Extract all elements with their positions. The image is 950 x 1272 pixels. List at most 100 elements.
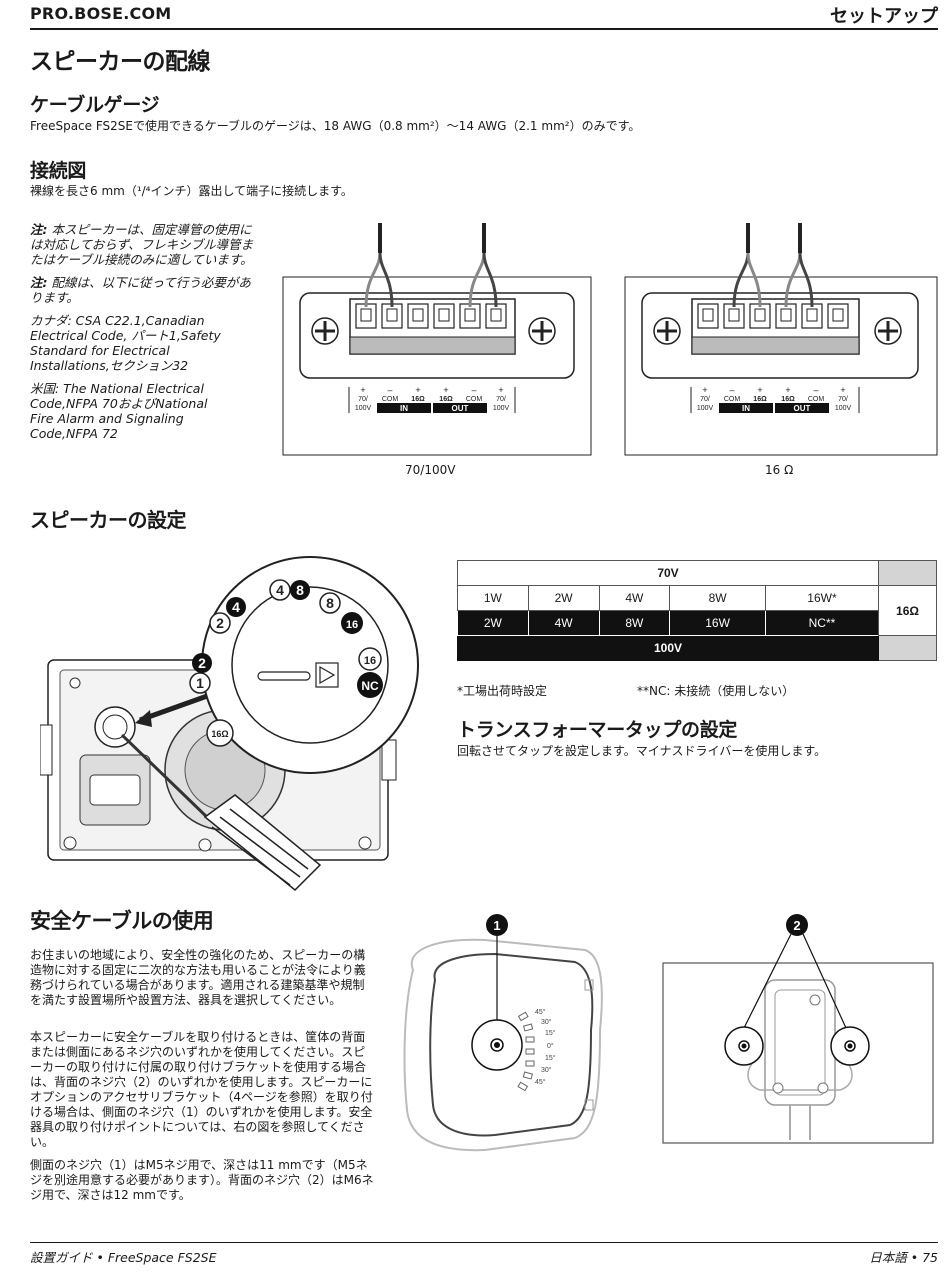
footnote-nc: **NC: 未接続（使用しない） — [637, 684, 795, 698]
svg-text:16Ω: 16Ω — [781, 396, 795, 403]
svg-text:100V: 100V — [493, 405, 510, 412]
svg-text:IN: IN — [400, 404, 408, 413]
note-code: 注: 配線は、以下に従って行う必要があります。 — [30, 275, 251, 305]
wire-pair-in — [732, 223, 762, 308]
svg-text:–: – — [729, 385, 734, 395]
svg-text:COM: COM — [466, 396, 483, 403]
footer-guide-title: 設置ガイド • FreeSpace FS2SE — [30, 1250, 217, 1265]
svg-text:1: 1 — [196, 675, 204, 691]
tap-cell: 2W — [527, 585, 600, 611]
svg-text:15°: 15° — [545, 1029, 556, 1037]
svg-text:70/: 70/ — [496, 396, 506, 403]
svg-text:2: 2 — [793, 918, 800, 933]
svg-text:8: 8 — [326, 595, 334, 611]
side-view-diagram: 1 45° 30° 15° 0° 15° 30° 45° — [403, 914, 603, 1152]
gauge-text: FreeSpace FS2SEで使用できるケーブルのゲージは、18 AWG（0.… — [30, 119, 641, 133]
svg-text:16Ω: 16Ω — [211, 729, 228, 739]
diagram-text: 裸線を長さ6 mm（¹/⁴インチ）露出して端子に接続します。 — [30, 184, 353, 198]
svg-text:COM: COM — [382, 396, 399, 403]
tap-cell: 8W — [669, 585, 766, 611]
note-canada: カナダ: CSA C22.1,Canadian Electrical Code,… — [30, 313, 221, 373]
tap-cell: 16W — [669, 610, 766, 636]
section-title: セットアップ — [830, 6, 938, 27]
svg-text:COM: COM — [808, 396, 825, 403]
svg-text:COM: COM — [724, 396, 741, 403]
screwdriver-icon — [120, 733, 322, 892]
svg-text:2: 2 — [198, 655, 206, 671]
wire-pair-in — [364, 223, 394, 308]
svg-text:4: 4 — [232, 599, 240, 615]
svg-text:100V: 100V — [355, 405, 372, 412]
caption-16-ohm: 16 Ω — [765, 463, 794, 477]
svg-text:–: – — [471, 385, 476, 395]
svg-text:30°: 30° — [541, 1066, 552, 1074]
rear-view-diagram: 2 — [662, 914, 934, 1144]
tap-cell: 2W — [457, 610, 529, 636]
svg-text:NC: NC — [361, 679, 379, 693]
tap-cell: 1W — [457, 585, 529, 611]
mount-screw-icon — [528, 317, 556, 345]
svg-text:45°: 45° — [535, 1078, 546, 1086]
svg-text:16Ω: 16Ω — [753, 396, 767, 403]
svg-text:+: + — [702, 385, 707, 395]
mount-screw-icon — [653, 317, 681, 345]
diagram-title: 接続図 — [30, 160, 87, 182]
tap-cell: NC** — [764, 610, 880, 636]
svg-text:1: 1 — [493, 918, 500, 933]
tap-cell: 8W — [598, 610, 671, 636]
svg-text:0°: 0° — [547, 1042, 554, 1050]
svg-text:70/: 70/ — [358, 396, 368, 403]
wiring-diagram-16-ohm: + – + + – + 70/ 100V COM 16Ω 16Ω COM 70/… — [624, 223, 938, 456]
tap-cell: 4W — [527, 610, 600, 636]
svg-text:+: + — [498, 385, 503, 395]
svg-text:100V: 100V — [835, 405, 852, 412]
svg-text:16: 16 — [364, 655, 376, 667]
safety-paragraph-1: お住まいの地域により、安全性の強化のため、スピーカーの構造物に対する固定に二次的… — [30, 948, 366, 1007]
svg-text:16Ω: 16Ω — [411, 396, 425, 403]
mount-screw-icon — [311, 317, 339, 345]
tap-cell: 16W* — [764, 585, 880, 611]
wire-pair-out — [468, 223, 498, 308]
svg-text:OUT: OUT — [794, 404, 811, 413]
svg-text:IN: IN — [742, 404, 750, 413]
wiring-title: スピーカーの配線 — [30, 49, 211, 75]
svg-text:70/: 70/ — [838, 396, 848, 403]
svg-text:+: + — [443, 385, 448, 395]
callout-2: 2 — [743, 914, 847, 1029]
mount-screw-icon — [874, 317, 902, 345]
caption-70-100v: 70/100V — [405, 463, 456, 477]
tap-table: 70V 1W 2W 4W 8W 16W* 16Ω 2W 4W 8W 16W NC… — [457, 560, 937, 661]
svg-text:OUT: OUT — [452, 404, 469, 413]
tap-cell: 4W — [598, 585, 671, 611]
tap-text: 回転させてタップを設定します。マイナスドライバーを使用します。 — [457, 744, 827, 758]
safety-title: 安全ケーブルの使用 — [30, 909, 214, 933]
svg-text:+: + — [415, 385, 420, 395]
tap-dial-illustration: 4 8 2 4 8 16 1 2 16 NC 16Ω — [40, 556, 419, 892]
svg-text:+: + — [840, 385, 845, 395]
header-rule — [30, 28, 938, 30]
svg-text:+: + — [785, 385, 790, 395]
svg-text:+: + — [360, 385, 365, 395]
svg-text:8: 8 — [296, 582, 304, 598]
svg-text:16Ω: 16Ω — [439, 396, 453, 403]
svg-text:45°: 45° — [535, 1008, 546, 1016]
gauge-title: ケーブルゲージ — [30, 94, 160, 116]
safety-paragraph-3: 側面のネジ穴（1）はM5ネジ用で、深さは11 mmです（M5ネジを別途用意する必… — [30, 1158, 374, 1202]
header-100v: 100V — [457, 635, 879, 661]
svg-text:2: 2 — [216, 615, 224, 631]
svg-text:30°: 30° — [541, 1018, 552, 1026]
ohm-cell: 16Ω — [878, 585, 937, 636]
tap-title: トランスフォーマータップの設定 — [457, 719, 738, 741]
svg-text:100V: 100V — [697, 405, 714, 412]
wiring-diagram-70-100v: + – + + – + 70/ 100V COM 16Ω 16Ω COM 70/… — [282, 223, 592, 456]
gray-cell — [878, 560, 937, 586]
site-url: PRO.BOSE.COM — [30, 4, 172, 23]
safety-paragraph-2: 本スピーカーに安全ケーブルを取り付けるときは、筐体の背面または側面にあるネジ穴の… — [30, 1030, 373, 1149]
footnote-factory: *工場出荷時設定 — [457, 684, 548, 698]
svg-text:16: 16 — [346, 619, 358, 631]
footer-page-number: 日本語 • 75 — [869, 1250, 938, 1265]
gray-cell — [878, 635, 937, 661]
header-70v: 70V — [457, 560, 879, 586]
note-usa: 米国: The National Electrical Code,NFPA 70… — [30, 381, 208, 441]
svg-text:15°: 15° — [545, 1054, 556, 1062]
